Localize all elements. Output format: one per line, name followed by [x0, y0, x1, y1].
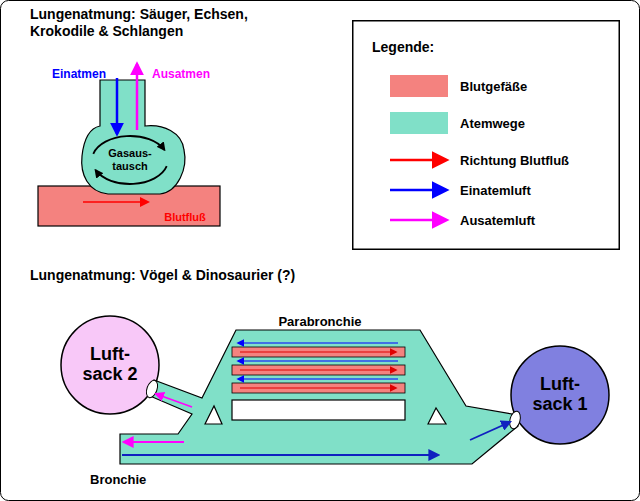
lung-gap [232, 400, 405, 420]
parabronchus-vessel [232, 383, 405, 393]
text-holder: Ausatemluft [460, 207, 535, 233]
outline-group [38, 186, 220, 226]
node-label: Blutfluß [164, 211, 206, 224]
legend-row: Atemwege [352, 110, 620, 136]
legend-arrow [390, 189, 446, 192]
legend-swatch [390, 112, 448, 134]
node-label: Gasaus- tausch [101, 147, 159, 172]
legend-frame [353, 21, 620, 250]
label-holder: Lungenatmung: Säuger, Echsen, Krokodile … [30, 6, 280, 40]
text-holder: Luft- sack 2 [74, 345, 146, 385]
air-sac-circle [511, 346, 609, 444]
inhale-arrow [470, 422, 510, 440]
air-sac: Luft- sack 2 [60, 315, 160, 415]
node-label: Legende: [372, 39, 434, 55]
exhale-label: Ausatmen [152, 67, 210, 81]
air-flow-arrow [238, 378, 398, 379]
bird-lung-shape [120, 330, 518, 464]
text-holder: Blutfluß [145, 207, 225, 225]
legend-label: Ausatemluft [460, 213, 535, 228]
legend-label: Atemwege [460, 116, 525, 131]
legend-arrow [390, 159, 446, 162]
blood-vessel-band [38, 186, 220, 226]
text-holder: Gasaus- tausch [101, 147, 159, 174]
label-holder: Bronchie [90, 470, 146, 488]
blood-flow-arrow [240, 387, 396, 388]
blood-flow-arrow [83, 201, 148, 203]
section-heading: Lungenatmung: Säuger, Echsen, Krokodile … [30, 6, 280, 40]
outline-group [353, 21, 620, 250]
exhale-arrow [124, 441, 184, 443]
legend-box: Legende: BlutgefäßeAtemwegeRichtung Blutf… [352, 20, 620, 250]
bird-lung-group [120, 330, 522, 464]
lung-alveolus: Gasaus- tausch [78, 80, 190, 196]
text-holder: Parabronchie [210, 312, 430, 330]
text-holder: Luft- sack 1 [524, 375, 596, 415]
outline-group [511, 346, 609, 444]
legend-row: Einatemluft [352, 177, 620, 203]
part-name: Bronchie [90, 472, 146, 488]
exhale-arrow [136, 64, 139, 130]
outline-group [82, 64, 185, 194]
text-holder: Legende: [372, 38, 572, 56]
node-label: Luft- sack 2 [74, 345, 146, 385]
node-outline [78, 80, 190, 196]
inhale-label: Einatmen [52, 67, 106, 81]
node-label: Parabronchie [278, 315, 361, 330]
blood-flow-arrow [240, 351, 396, 352]
legend-label: Blutgefäße [460, 79, 527, 94]
legend-arrow-sample [388, 177, 454, 203]
airway-lung-shape [82, 80, 185, 194]
label-holder: Ausatmen [152, 64, 210, 82]
text-holder: Atemwege [460, 110, 525, 136]
parabronchus-vessel [232, 347, 405, 357]
text-holder: Richtung Blutfluß [460, 147, 569, 173]
legend-label: Einatemluft [460, 183, 531, 198]
lung-gap [428, 408, 446, 424]
section-heading: Lungenatmung: Vögel & Dinosaurier (?) [30, 267, 295, 284]
legend-label: Richtung Blutfluß [460, 153, 569, 168]
air-flow-arrow [238, 342, 398, 343]
legend-arrow-sample [388, 147, 454, 173]
inhale-arrow [116, 78, 119, 134]
legend-swatch [390, 75, 448, 97]
air-sac: Luft- sack 1 [510, 345, 610, 445]
lung-gap [205, 406, 222, 424]
outline-group [120, 330, 522, 464]
node-outline [118, 308, 522, 468]
exhale-arrow [156, 394, 192, 407]
text-holder: Einatemluft [460, 177, 531, 203]
blood-flow-arrow [240, 369, 396, 370]
air-sac-circle [61, 316, 159, 414]
bird-lung: Parabronchie [118, 308, 522, 468]
legend-row: Blutgefäße [352, 73, 620, 99]
label-holder: Lungenatmung: Vögel & Dinosaurier (?) [30, 266, 295, 284]
legend-row: Richtung Blutfluß [352, 147, 620, 173]
inhale-arrow [122, 454, 438, 456]
outline-group [61, 316, 159, 414]
legend-arrow-sample [388, 207, 454, 233]
parabronchus-vessel [232, 365, 405, 375]
node-label: Luft- sack 1 [524, 375, 596, 415]
legend-row: Ausatemluft [352, 207, 620, 233]
text-holder: Blutgefäße [460, 73, 527, 99]
legend-arrow [390, 219, 446, 222]
label-holder: Einatmen [52, 64, 106, 82]
air-flow-arrow [238, 360, 398, 361]
